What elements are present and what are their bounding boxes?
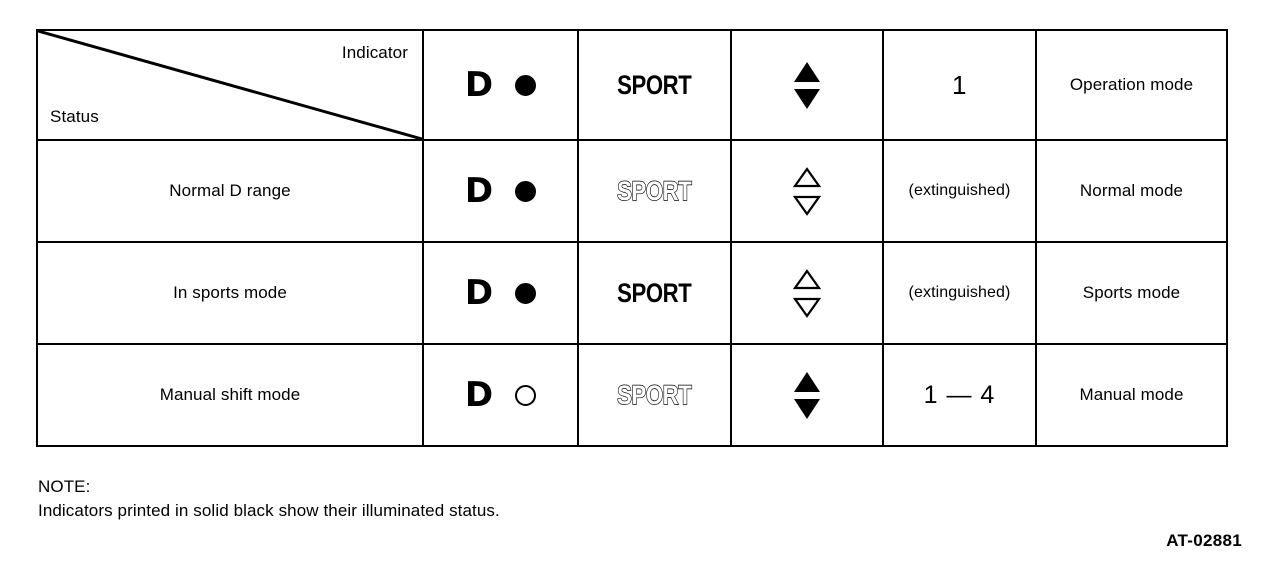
- d-letter: D: [464, 375, 494, 415]
- note-body: Indicators printed in solid black show t…: [38, 501, 500, 521]
- note-title: NOTE:: [38, 477, 91, 496]
- header-corner-cell: Indicator Status: [36, 29, 424, 141]
- table-row: Normal D range D SPORT: [36, 139, 1228, 243]
- triangle-up-outline-icon: [793, 268, 821, 289]
- sport-indicator-unlit: SPORT: [617, 175, 693, 206]
- lamp-indicator-solid: [515, 180, 537, 202]
- triangle-down-outline-icon: [793, 297, 821, 318]
- row-operation-mode-cell: Normal mode: [1035, 139, 1228, 243]
- sport-indicator-lit: SPORT: [617, 69, 692, 100]
- lamp-indicator-hollow: [515, 384, 537, 406]
- note-block: NOTE: Indicators printed in solid black …: [38, 475, 500, 523]
- triangle-down-outline-icon: [793, 195, 821, 216]
- d-letter: D: [464, 273, 494, 313]
- status-label: Manual shift mode: [159, 385, 301, 404]
- d-lamp-icon: D: [424, 276, 577, 310]
- lamp-indicator-solid: [515, 282, 537, 304]
- row-d-lamp-cell: D: [422, 241, 579, 345]
- row-status-cell: Normal D range: [36, 139, 424, 243]
- d-lamp-icon: D: [424, 174, 577, 208]
- row-sport-cell: SPORT: [577, 241, 732, 345]
- up-down-triangles-icon: [732, 166, 882, 216]
- header-indicator-label: Indicator: [341, 43, 408, 62]
- operation-mode-header-label: Operation mode: [1069, 75, 1194, 94]
- up-down-triangles-icon: [732, 371, 882, 419]
- triangle-down-solid-icon: [794, 398, 820, 419]
- lamp-indicator-solid: [515, 74, 537, 96]
- header-cell-operation-mode: Operation mode: [1035, 29, 1228, 141]
- triangle-up-solid-icon: [794, 61, 820, 82]
- table-row: Manual shift mode D SPORT: [36, 343, 1228, 447]
- row-triangles-cell: [730, 139, 884, 243]
- row-gear-cell: (extinguished): [882, 139, 1037, 243]
- triangle-up-solid-icon: [794, 371, 820, 392]
- figure-code: AT-02881: [1166, 531, 1242, 550]
- gear-range-label: 1 — 4: [923, 380, 996, 409]
- row-sport-cell: SPORT: [577, 343, 732, 447]
- header-cell-sport: SPORT: [577, 29, 732, 141]
- header-status-label: Status: [50, 107, 99, 126]
- row-operation-mode-cell: Manual mode: [1035, 343, 1228, 447]
- status-label: Normal D range: [169, 181, 291, 200]
- row-status-cell: Manual shift mode: [36, 343, 424, 447]
- header-cell-d-lamp: D: [422, 29, 579, 141]
- indicator-status-table: Indicator Status D SPORT: [36, 29, 1228, 447]
- row-operation-mode-cell: Sports mode: [1035, 241, 1228, 345]
- row-d-lamp-cell: D: [422, 343, 579, 447]
- d-letter: D: [464, 171, 494, 211]
- header-cell-gear: 1: [882, 29, 1037, 141]
- operation-mode-value: Manual mode: [1079, 385, 1184, 404]
- row-d-lamp-cell: D: [422, 139, 579, 243]
- row-sport-cell: SPORT: [577, 139, 732, 243]
- triangle-up-outline-icon: [793, 166, 821, 187]
- up-down-triangles-icon: [732, 61, 882, 109]
- gear-extinguished-label: (extinguished): [908, 182, 1011, 199]
- sport-indicator-unlit: SPORT: [617, 379, 693, 410]
- table-row: In sports mode D SPORT: [36, 241, 1228, 345]
- d-letter: D: [464, 65, 494, 105]
- d-lamp-icon: D: [424, 68, 577, 102]
- row-triangles-cell: [730, 343, 884, 447]
- d-lamp-icon: D: [424, 378, 577, 412]
- sport-indicator-lit: SPORT: [617, 277, 692, 308]
- row-gear-cell: (extinguished): [882, 241, 1037, 345]
- gear-number: 1: [952, 69, 967, 100]
- operation-mode-value: Sports mode: [1082, 283, 1181, 302]
- table-header-row: Indicator Status D SPORT: [36, 29, 1228, 141]
- row-gear-cell: 1 — 4: [882, 343, 1037, 447]
- status-label: In sports mode: [173, 283, 287, 302]
- gear-extinguished-label: (extinguished): [908, 284, 1011, 301]
- row-triangles-cell: [730, 241, 884, 345]
- up-down-triangles-icon: [732, 268, 882, 318]
- triangle-down-solid-icon: [794, 88, 820, 109]
- diagonal-divider-icon: [38, 31, 422, 139]
- operation-mode-value: Normal mode: [1079, 181, 1184, 200]
- header-cell-triangles: [730, 29, 884, 141]
- row-status-cell: In sports mode: [36, 241, 424, 345]
